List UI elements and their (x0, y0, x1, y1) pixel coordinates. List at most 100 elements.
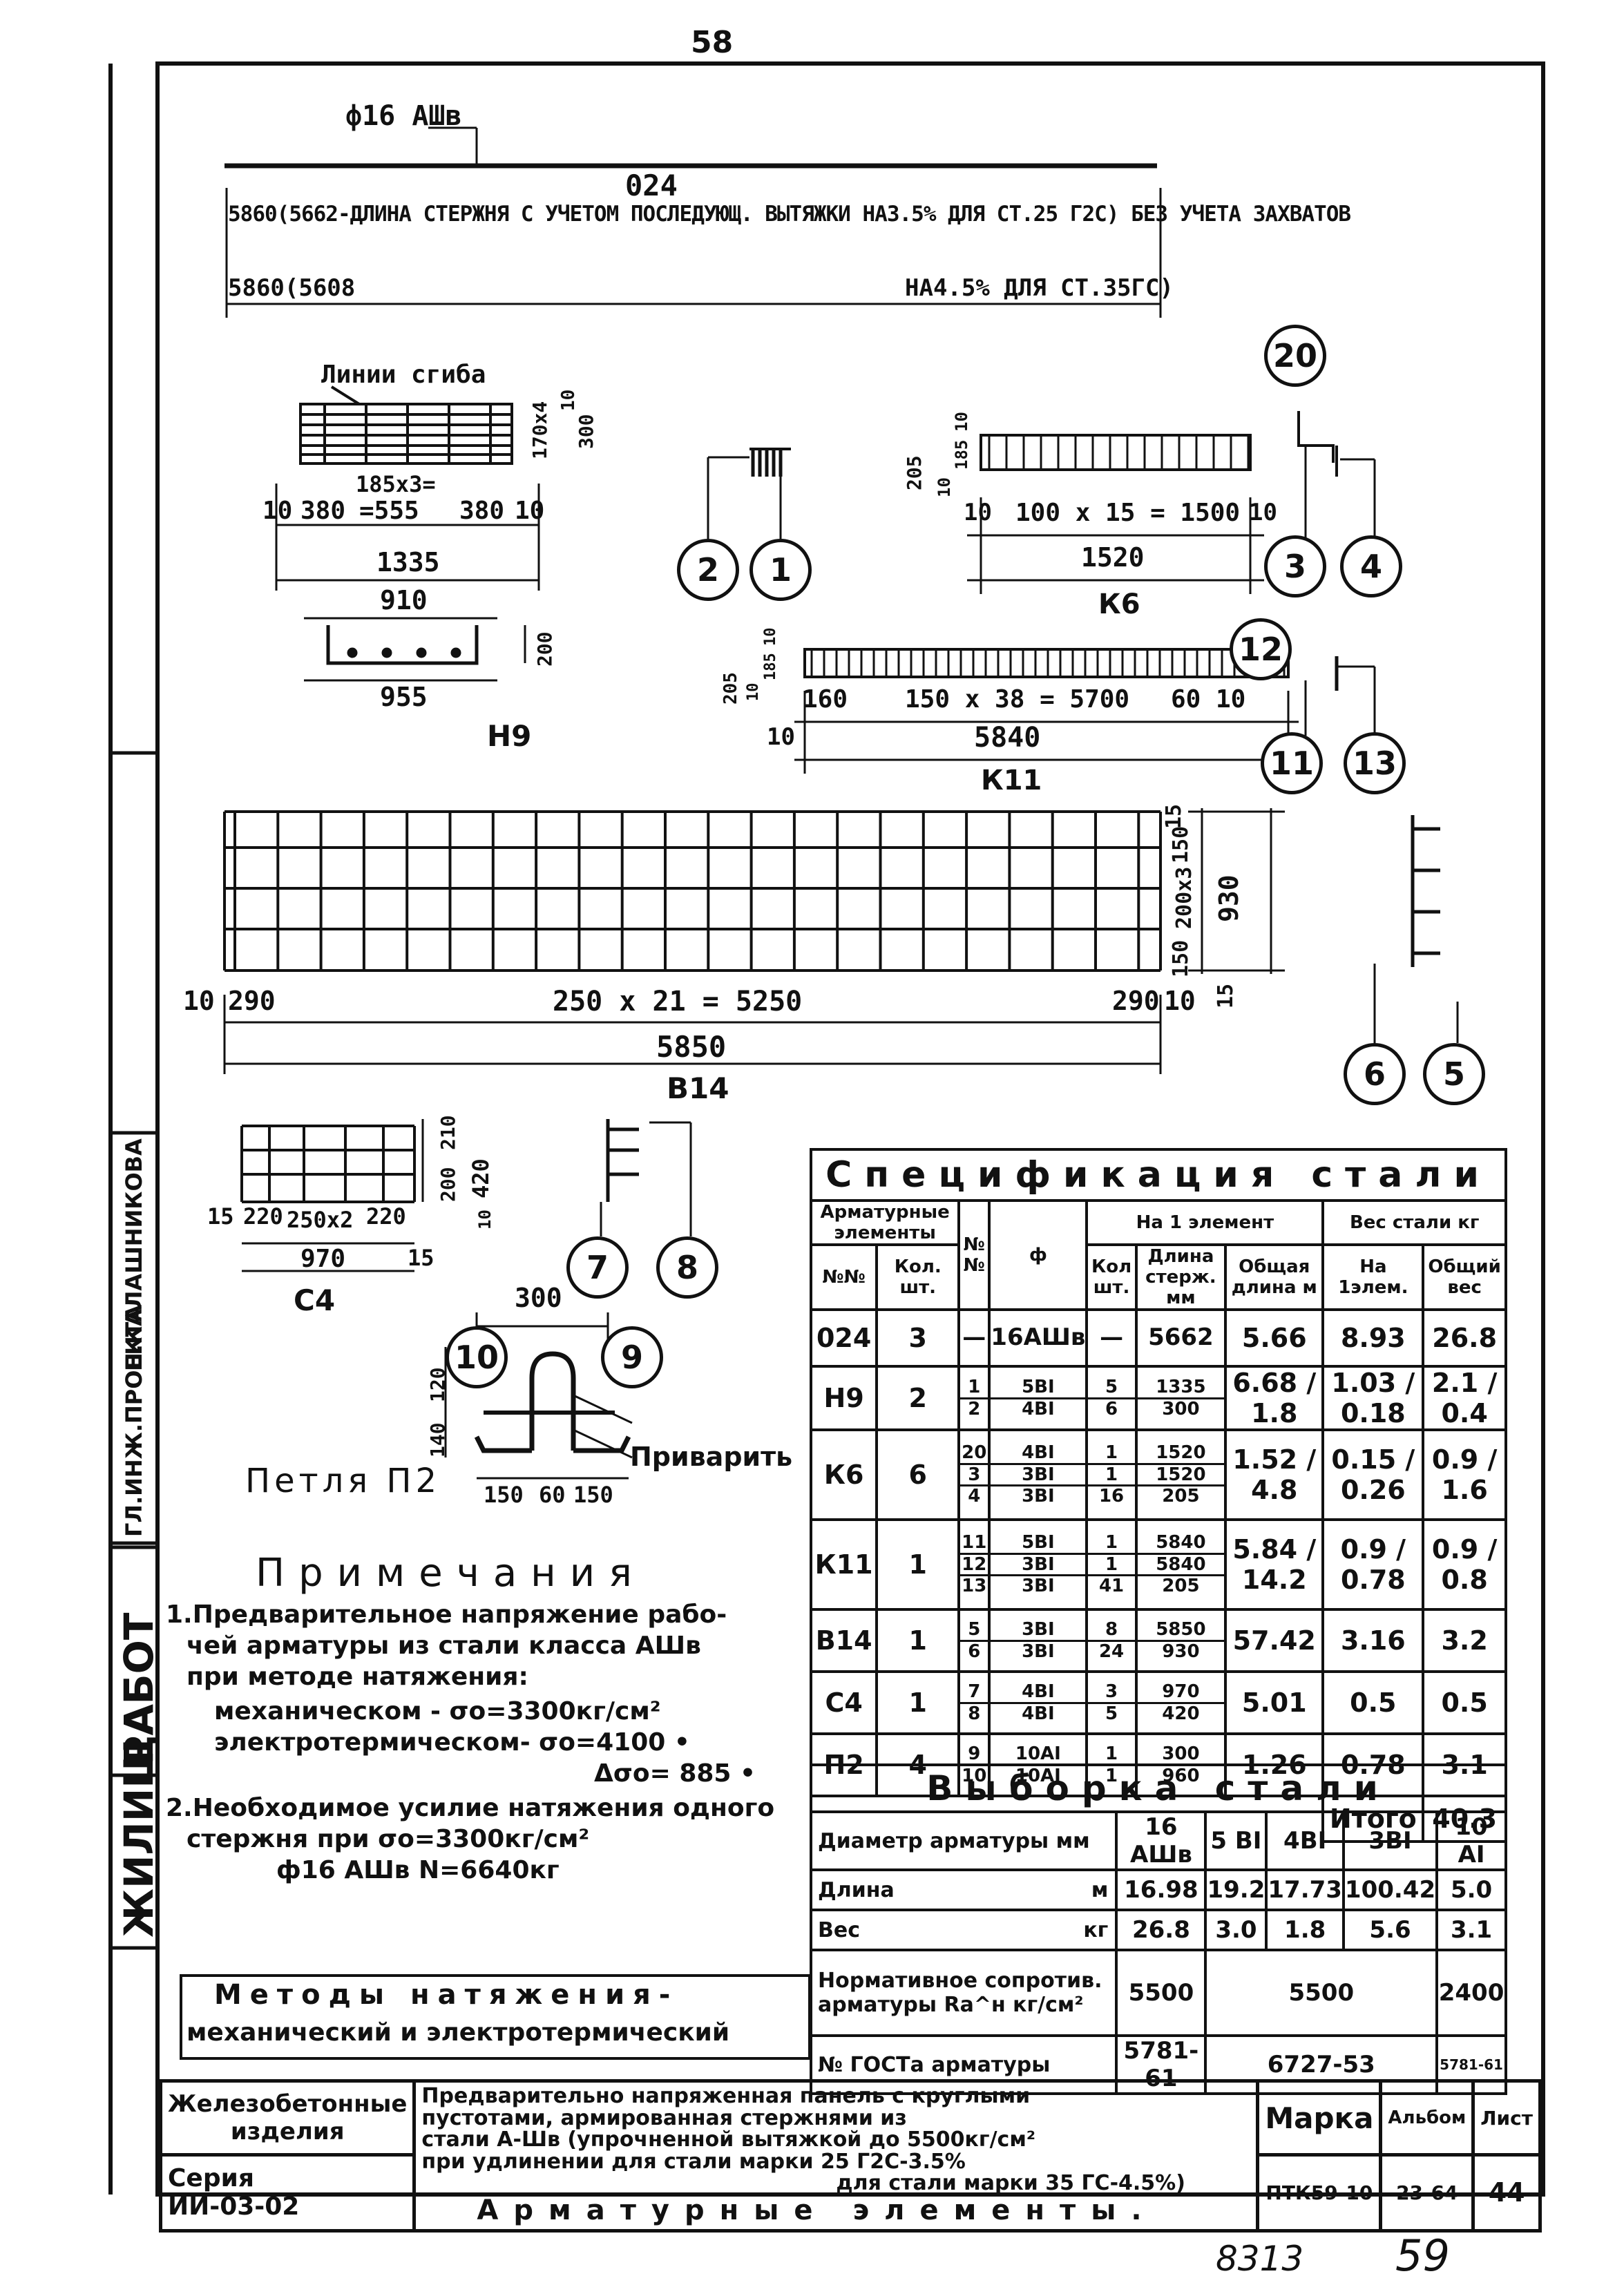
c4-dim: 15 (408, 1245, 434, 1271)
spec-cell: 5.66 (1224, 1308, 1325, 1368)
spec-cell: 2 (875, 1365, 961, 1431)
spec-header: Кол. шт. (875, 1243, 961, 1311)
position-circle: 7 (566, 1236, 629, 1299)
stamp-desc-line: Арматурные элементы. (477, 2194, 1157, 2226)
spec-cell: 0.9 / 1.6 (1422, 1428, 1507, 1521)
spec-bar-l: 1520 (1137, 1465, 1225, 1487)
vyb-cell: 5.6 (1341, 1909, 1439, 1951)
spec-bar-n: 7 (960, 1682, 988, 1704)
position-circle: 5 (1423, 1043, 1485, 1105)
k11-dim: 150 x 38 = 5700 (905, 685, 1130, 714)
steel-selection-table: Выборка стали Диаметр арматуры мм 16 АШв… (809, 1763, 1507, 2095)
spec-bar-d: 4ВI (1022, 1398, 1055, 1419)
spec-cell: 1 (875, 1608, 961, 1673)
page-number: 58 (691, 25, 734, 60)
k6-dim: 1520 (1081, 542, 1145, 573)
spec-cell: 0.9 / 0.78 (1321, 1518, 1425, 1611)
vyb-cell: 26.8 (1115, 1909, 1207, 1951)
p2-dim: 300 (515, 1283, 562, 1313)
vyb-cell: 3.0 (1204, 1909, 1268, 1951)
vyborka-title: Выборка стали (810, 1763, 1507, 1813)
spec-bar-n: 9 (960, 1744, 988, 1766)
vyb-col: 4ВI (1265, 1810, 1345, 1871)
position-circle: 2 (677, 539, 739, 601)
b14-dim: 150 (1169, 939, 1193, 977)
spec-cell: 1.03 / 0.18 (1321, 1365, 1425, 1431)
b14-dim: 15 (1162, 803, 1186, 829)
spec-bar-l: 1520 (1137, 1443, 1225, 1465)
spec-bar-k: 1 (1088, 1533, 1135, 1555)
position-circle: 6 (1344, 1043, 1406, 1105)
vyb-len-label: Длина (818, 1877, 895, 1902)
n9-dim: 170x4 (528, 401, 551, 459)
spec-bar-k: — (1100, 1323, 1124, 1352)
note-text: электротермическом- σo=4100 • (214, 1728, 690, 1757)
vyb-cell: 1.8 (1265, 1909, 1345, 1951)
spec-cell: 26.8 (1422, 1308, 1507, 1368)
b14-dim: 10 (183, 986, 215, 1016)
k11-dim: 185 (762, 653, 779, 680)
spec-header: №№ (809, 1243, 879, 1311)
spec-header: Вес стали кг (1321, 1199, 1507, 1246)
spec-bar-l: 420 (1162, 1703, 1200, 1724)
spec-cell: 3.2 (1422, 1608, 1507, 1673)
p2-dim: 150 (484, 1482, 524, 1508)
b14-dim: 290 (228, 986, 276, 1016)
b14-dim: 10 (1164, 986, 1196, 1016)
spec-bar-k: 24 (1098, 1641, 1125, 1662)
bar-024-label: 024 (625, 169, 678, 202)
vyb-cell: 5500 (1204, 1949, 1439, 2037)
stamp-list-label: Лист (1471, 2078, 1542, 2157)
vyb-cell: 2400 (1435, 1949, 1507, 2037)
spec-bar-n: 13 (962, 1576, 987, 1597)
vyb-col: 10 АI (1435, 1810, 1507, 1871)
c4-dim: 15 (207, 1203, 234, 1230)
vyb-cell: 5500 (1115, 1949, 1207, 2037)
position-circle: 1 (749, 539, 812, 601)
spec-bar-l: 300 (1137, 1744, 1225, 1766)
spec-bar-d: 3ВI (991, 1620, 1086, 1642)
spec-bar-d: 3ВI (1022, 1486, 1055, 1507)
spec-cell: 0.15 / 0.26 (1321, 1428, 1425, 1521)
spec-bar-k: 1 (1088, 1555, 1135, 1577)
c4-label: С4 (294, 1283, 336, 1317)
vyb-header: Диаметр арматуры мм (809, 1810, 1118, 1871)
spec-bar-d: 4ВI (991, 1443, 1086, 1465)
spec-bar-d: 5ВI (991, 1533, 1086, 1555)
spec-bar-l: 300 (1162, 1398, 1200, 1419)
spec-bar-k: 41 (1098, 1576, 1125, 1597)
spec-bar-n: 11 (960, 1533, 988, 1555)
spec-bar-l: 1335 (1137, 1377, 1225, 1399)
spec-cell: 16АШв (988, 1308, 1089, 1368)
spec-cell: Н9 (809, 1365, 879, 1431)
spec-bar-n: 3 (960, 1465, 988, 1487)
n9-dim: 10 (262, 497, 293, 525)
spec-cell: — (957, 1308, 991, 1368)
b14-dim: 250 x 21 = 5250 (553, 986, 803, 1017)
vyb-row-label: Длина м (809, 1868, 1118, 1911)
spec-header: Длина стерж. мм (1134, 1243, 1227, 1311)
spec-header: Общая длина м (1224, 1243, 1325, 1311)
spec-header: ф (988, 1199, 1089, 1311)
vyb-w-unit: кг (1083, 1918, 1109, 1942)
k11-dim: 160 (803, 685, 848, 714)
c4-dim: 250x2 (287, 1207, 354, 1233)
b14-label: В14 (667, 1071, 729, 1105)
bend-line-label: Линии сгиба (321, 361, 486, 389)
spec-cell: 5.01 (1224, 1670, 1325, 1735)
spec-cell: 0.9 / 0.8 (1422, 1518, 1507, 1611)
bar-024-length-alt-note: НА4.5% ДЛЯ СТ.35ГС) (905, 274, 1174, 302)
vyb-len-unit: м (1091, 1877, 1109, 1902)
